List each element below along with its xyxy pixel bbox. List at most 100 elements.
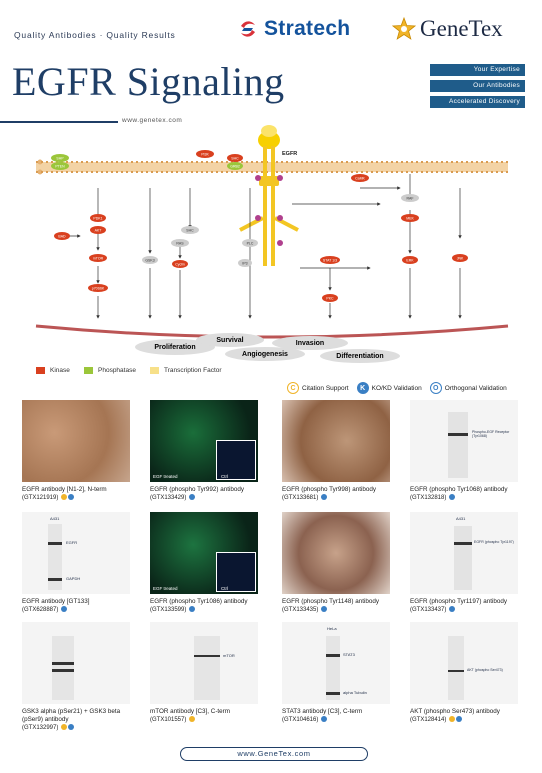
product-name[interactable]: EGFR antibody [GT133] bbox=[22, 598, 90, 605]
egfr-pathway-diagram: EGFR SHP PTEN PI3K PDK1 AKT mTOR p70S6K … bbox=[35, 125, 509, 363]
svg-text:AKT: AKT bbox=[95, 228, 103, 232]
svg-text:RAS: RAS bbox=[176, 241, 184, 245]
lane-label: A431 bbox=[50, 516, 60, 521]
product-card[interactable]: Phospho-EGF Receptor (Tyr1068) EGFR (pho… bbox=[410, 400, 518, 502]
product-name[interactable]: AKT (phospho Ser473) antibody bbox=[410, 708, 500, 715]
citation-icon bbox=[61, 494, 68, 501]
svg-text:PI3K: PI3K bbox=[201, 152, 209, 156]
product-card[interactable]: mTOR mTOR antibody [C3], C-term (GTX10155… bbox=[150, 622, 258, 724]
node-ras: RAS bbox=[171, 239, 189, 247]
legend-tf-label: Transcription Factor bbox=[164, 367, 222, 374]
kokd-icon bbox=[61, 606, 68, 613]
product-card[interactable]: STAT3 alpha Tubulin HeLa STAT3 antibody … bbox=[282, 622, 390, 724]
product-name[interactable]: mTOR antibody [C3], C-term bbox=[150, 708, 231, 715]
node-akt: AKT bbox=[90, 226, 106, 234]
blot-band bbox=[52, 669, 74, 672]
product-card[interactable]: GSK3 alpha (pSer21) + GSK3 beta (pSer9) … bbox=[22, 622, 130, 732]
outcome-invasion: Invasion bbox=[296, 340, 324, 347]
orthogonal-icon: O bbox=[429, 382, 442, 394]
blot-lane bbox=[48, 524, 62, 590]
ihc-image bbox=[282, 400, 390, 482]
badge-discovery: Accelerated Discovery bbox=[430, 96, 525, 108]
product-card[interactable]: EGFR (phospho Tyr1197) A431 EGFR (phosph… bbox=[410, 512, 518, 614]
product-code: (GTX133681) bbox=[282, 495, 319, 501]
svg-text:ERK: ERK bbox=[406, 258, 414, 262]
node-plc: PLC bbox=[242, 239, 258, 247]
svg-text:RAF: RAF bbox=[407, 196, 414, 200]
blot-band bbox=[326, 692, 340, 695]
blot-band bbox=[326, 654, 340, 657]
legend-phosphatase: Phosphatase bbox=[84, 367, 136, 374]
blot-band bbox=[48, 542, 62, 545]
genetex-star-icon bbox=[392, 17, 416, 40]
title-underline bbox=[0, 121, 118, 123]
product-name[interactable]: EGFR (phospho Tyr1086) antibody bbox=[150, 598, 248, 605]
svg-text:Cyclin: Cyclin bbox=[175, 262, 185, 266]
band-label: alpha Tubulin bbox=[343, 690, 367, 695]
orthogonal-icon bbox=[68, 494, 75, 501]
product-card[interactable]: AKT (phospho Ser473) AKT (phospho Ser473… bbox=[410, 622, 518, 724]
outcome-angiogenesis: Angiogenesis bbox=[242, 351, 288, 358]
product-card[interactable]: EGF treated Ctrl EGFR (phospho Tyr1086) … bbox=[150, 512, 258, 614]
cell-outcomes: Proliferation Survival Invasion Angiogen… bbox=[135, 333, 400, 363]
western-blot bbox=[22, 622, 130, 704]
svg-text:SHP: SHP bbox=[56, 156, 64, 160]
product-name[interactable]: STAT3 antibody [C3], C-term bbox=[282, 708, 363, 715]
node-grb2: GRB2 bbox=[227, 162, 243, 170]
band-label: mTOR bbox=[223, 653, 235, 658]
product-name[interactable]: EGFR (phospho Tyr1148) antibody bbox=[282, 598, 380, 605]
header-url[interactable]: www.genetex.com bbox=[122, 117, 183, 124]
blot-band bbox=[48, 578, 62, 581]
legend-phosphatase-label: Phosphatase bbox=[98, 367, 136, 374]
product-name[interactable]: EGFR (phospho Tyr998) antibody bbox=[282, 486, 377, 493]
blot-band bbox=[52, 662, 74, 665]
band-label: GAPDH bbox=[66, 576, 81, 581]
product-card[interactable]: EGFR (phospho Tyr998) antibody (GTX133681… bbox=[282, 400, 390, 502]
svg-text:CaMK: CaMK bbox=[355, 176, 365, 180]
node-gsk3: GSK3 bbox=[142, 256, 158, 264]
panel-label: Ctrl bbox=[221, 586, 228, 591]
footer-url[interactable]: www.GeneTex.com bbox=[180, 747, 368, 761]
product-name[interactable]: EGFR antibody [N1-2], N-term bbox=[22, 486, 107, 493]
blot-band bbox=[454, 542, 472, 545]
product-code: (GTX128414) bbox=[410, 717, 447, 723]
node-pdk1: PDK1 bbox=[90, 214, 106, 222]
product-code: (GTX132818) bbox=[410, 495, 447, 501]
if-image: EGF treated Ctrl bbox=[150, 400, 258, 482]
svg-text:PLC: PLC bbox=[247, 241, 254, 245]
product-code: (GTX133429) bbox=[150, 495, 187, 501]
product-name[interactable]: EGFR (phospho Tyr1068) antibody bbox=[410, 486, 508, 493]
genetex-logo[interactable]: GeneTex bbox=[392, 16, 503, 42]
blot-band bbox=[194, 655, 220, 657]
blot-lane bbox=[194, 636, 220, 700]
product-name[interactable]: EGFR (phospho Tyr1197) antibody bbox=[410, 598, 508, 605]
product-card[interactable]: EGFR GAPDH A431 EGFR antibody [GT133](GT… bbox=[22, 512, 130, 614]
blot-band bbox=[448, 670, 464, 672]
product-card[interactable]: EGF treated Ctrl EGFR (phospho Tyr992) a… bbox=[150, 400, 258, 502]
svg-text:p70S6K: p70S6K bbox=[92, 286, 105, 290]
ihc-image bbox=[22, 400, 130, 482]
product-code: (GTX628887) bbox=[22, 607, 59, 613]
product-name[interactable]: GSK3 alpha (pSer21) + GSK3 beta (pSer9) … bbox=[22, 708, 121, 723]
product-code: (GTX133599) bbox=[150, 607, 187, 613]
node-jnk: JNK bbox=[452, 254, 468, 262]
kokd-icon bbox=[321, 716, 328, 723]
product-name[interactable]: EGFR (phospho Tyr992) antibody bbox=[150, 486, 245, 493]
product-code: (GTX101557) bbox=[150, 717, 187, 723]
stratech-logo[interactable]: Stratech bbox=[238, 17, 350, 41]
svg-text:MEK: MEK bbox=[406, 216, 414, 220]
node-stat: STAT 1/3 bbox=[320, 256, 340, 264]
kokd-icon bbox=[456, 716, 463, 723]
outcome-survival: Survival bbox=[216, 337, 243, 344]
legend-ortho-label: Orthogonal Validation bbox=[444, 384, 507, 392]
blot-lane bbox=[52, 636, 74, 700]
svg-text:BAD: BAD bbox=[58, 234, 66, 238]
node-ip3: IP3 bbox=[238, 259, 252, 267]
node-cyclin: Cyclin bbox=[172, 260, 188, 268]
svg-text:PKC: PKC bbox=[326, 296, 334, 300]
product-card[interactable]: EGFR (phospho Tyr1148) antibody(GTX13343… bbox=[282, 512, 390, 614]
stratech-mark-icon bbox=[241, 21, 255, 37]
product-card[interactable]: EGFR antibody [N1-2], N-term(GTX121919) bbox=[22, 400, 130, 502]
